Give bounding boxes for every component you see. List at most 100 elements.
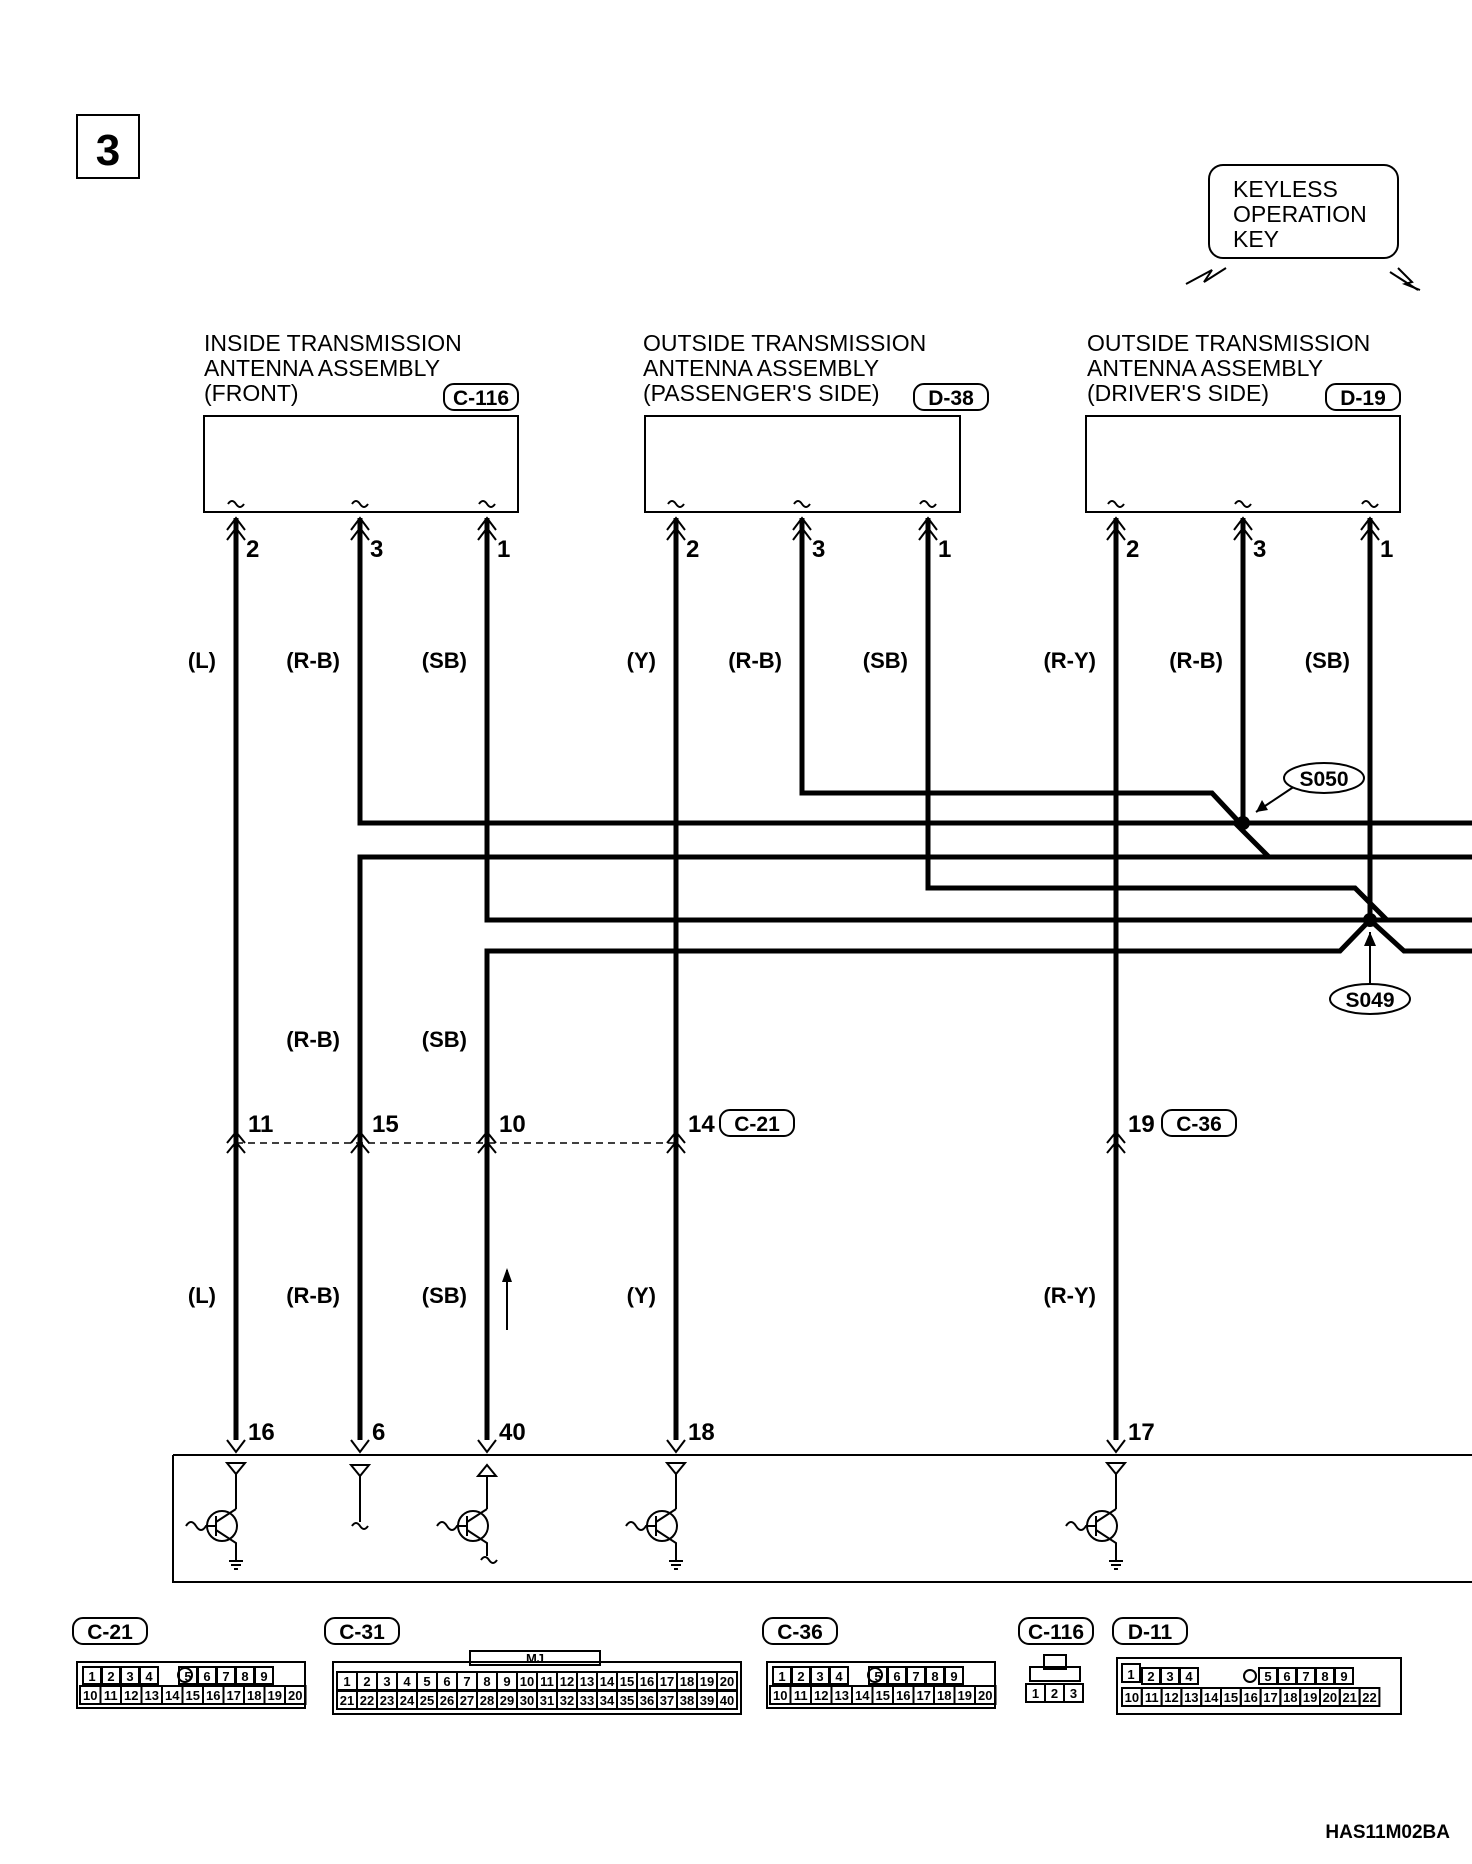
component-title-line: ANTENNA ASSEMBLY bbox=[1087, 355, 1323, 381]
connector-pin-cell: 36 bbox=[640, 1693, 654, 1708]
connector-pin-cell: 2 bbox=[107, 1669, 114, 1684]
ecu-pin-number: 40 bbox=[499, 1419, 526, 1446]
wire-sb-passenger bbox=[925, 518, 1389, 922]
connector-tag: C-21 bbox=[734, 1113, 780, 1136]
connector-tag: C-36 bbox=[1176, 1113, 1222, 1136]
connector-pin-cell: 3 bbox=[816, 1669, 823, 1684]
connector-pin-cell: 3 bbox=[1070, 1686, 1077, 1701]
ecu-pin-number: 6 bbox=[372, 1419, 385, 1446]
wire-color-label: (Y) bbox=[627, 648, 656, 673]
antenna-pin-number: 2 bbox=[686, 536, 699, 563]
connector-pin-cell: 20 bbox=[978, 1688, 992, 1703]
connector-pin-cell: 40 bbox=[720, 1693, 734, 1708]
terminal-arrow-icon bbox=[477, 516, 497, 541]
connector-pin-cell: 35 bbox=[620, 1693, 634, 1708]
component-title-line: ANTENNA ASSEMBLY bbox=[643, 355, 879, 381]
connector-pin-cell: 17 bbox=[660, 1674, 674, 1689]
intermediate-pin-number: 15 bbox=[372, 1111, 399, 1138]
connector-pin-cell: 2 bbox=[363, 1674, 370, 1689]
connector-pin-cell: 28 bbox=[480, 1693, 494, 1708]
connector-pin-cell: 16 bbox=[896, 1688, 910, 1703]
ecu-pin-number: 16 bbox=[248, 1419, 275, 1446]
wire-color-label: (R-B) bbox=[286, 648, 340, 673]
wire-sb-ecu bbox=[484, 916, 1472, 1440]
connector-pin-cell: 19 bbox=[700, 1674, 714, 1689]
antenna-coil-icon bbox=[1234, 500, 1252, 508]
connector-terminal-icon bbox=[666, 1130, 686, 1154]
connector-pin-cell: 13 bbox=[1184, 1690, 1198, 1705]
connector-pin-cell: 6 bbox=[203, 1669, 210, 1684]
terminal-arrow-icon bbox=[1360, 516, 1380, 541]
connector-pin-cell: 15 bbox=[186, 1688, 200, 1703]
antenna-box bbox=[203, 415, 519, 513]
wire-color-label: (R-B) bbox=[1169, 648, 1223, 673]
connector-pin-cell: 16 bbox=[640, 1674, 654, 1689]
connector-pin-cell: 19 bbox=[958, 1688, 972, 1703]
terminal-arrow-icon bbox=[792, 516, 812, 541]
connector-pin-cell: 10 bbox=[83, 1688, 97, 1703]
connector-tag: D-19 bbox=[1340, 387, 1386, 410]
keyless-key-label-3: KEY bbox=[1233, 226, 1279, 252]
keyless-key-label-2: OPERATION bbox=[1233, 201, 1367, 227]
antenna-coil-icon bbox=[227, 500, 245, 508]
connector-terminal-icon bbox=[350, 1130, 370, 1154]
connector-terminal-icon bbox=[477, 1130, 497, 1154]
connector-pin-cell: 8 bbox=[241, 1669, 248, 1684]
splice-s050: S050 bbox=[1236, 762, 1365, 830]
connector-tag: D-38 bbox=[928, 387, 974, 410]
connector-view-label: C-21 bbox=[87, 1621, 133, 1644]
antenna-pin-number: 2 bbox=[246, 536, 259, 563]
component-inside-front: INSIDE TRANSMISSION ANTENNA ASSEMBLY (FR… bbox=[203, 330, 519, 513]
connector-pin-cell: 10 bbox=[1125, 1690, 1139, 1705]
transistor-icon bbox=[625, 1462, 688, 1570]
intermediate-pin-number: 11 bbox=[248, 1111, 273, 1138]
antenna-pin-number: 3 bbox=[370, 536, 383, 563]
connector-pin-cell: 14 bbox=[600, 1674, 615, 1689]
connector-pin-cell: 34 bbox=[600, 1693, 615, 1708]
connector-pin-cell: 15 bbox=[620, 1674, 634, 1689]
connector-pin-cell: 25 bbox=[420, 1693, 434, 1708]
transistor-icon bbox=[185, 1462, 248, 1570]
antenna-box bbox=[644, 415, 961, 513]
wire-color-label: (Y) bbox=[627, 1283, 656, 1308]
connector-pin-cell: 13 bbox=[145, 1688, 159, 1703]
connector-pin-cell: 11 bbox=[104, 1688, 118, 1703]
connector-pin-cell: 18 bbox=[937, 1688, 951, 1703]
antenna-pin-number: 1 bbox=[938, 536, 951, 563]
connector-pin-cell: 10 bbox=[773, 1688, 787, 1703]
antenna-coil-icon bbox=[1107, 500, 1125, 508]
connector-pin-cell: 6 bbox=[443, 1674, 450, 1689]
wires bbox=[233, 518, 1472, 1440]
terminal-arrow-icon bbox=[350, 1439, 370, 1454]
connector-pin-cell: 18 bbox=[1283, 1690, 1297, 1705]
connector-pin-cell: 5 bbox=[874, 1669, 881, 1684]
splice-label: S049 bbox=[1345, 989, 1394, 1012]
component-title-line: INSIDE TRANSMISSION bbox=[204, 330, 462, 356]
intermediate-connector-tags: C-21 C-36 bbox=[719, 1109, 1237, 1137]
intermediate-pin-number: 14 bbox=[688, 1111, 715, 1138]
intermediate-pin-number: 19 bbox=[1128, 1111, 1155, 1138]
wire-rb-front bbox=[357, 518, 1472, 860]
terminal-arrow-icon bbox=[350, 516, 370, 541]
terminal-arrow-icon bbox=[226, 516, 246, 541]
connector-pin-cell: 17 bbox=[1263, 1690, 1277, 1705]
connector-pin-cell: 19 bbox=[1303, 1690, 1317, 1705]
wire-color-label: (L) bbox=[188, 648, 216, 673]
radio-wave-left-icon bbox=[1185, 267, 1227, 285]
wire-color-label: (R-B) bbox=[728, 648, 782, 673]
connector-terminal-icon bbox=[1106, 1130, 1126, 1154]
connector-pin-cell: 9 bbox=[1340, 1669, 1347, 1684]
connector-pin-cell: 12 bbox=[1164, 1690, 1178, 1705]
connector-pin-cell: 22 bbox=[1362, 1690, 1376, 1705]
connector-pin-cell: 3 bbox=[126, 1669, 133, 1684]
connector-terminal-icon bbox=[226, 1130, 246, 1154]
component-title-line: (DRIVER'S SIDE) bbox=[1087, 380, 1269, 406]
connector-pin-cell: 33 bbox=[580, 1693, 594, 1708]
antenna-pin-number: 1 bbox=[497, 536, 510, 563]
transistor-icon bbox=[1065, 1462, 1128, 1570]
connector-pin-cell: 15 bbox=[876, 1688, 890, 1703]
connector-pin-cell: 17 bbox=[227, 1688, 241, 1703]
connector-pin-cell: 8 bbox=[483, 1674, 490, 1689]
antenna-pin-number: 3 bbox=[812, 536, 825, 563]
